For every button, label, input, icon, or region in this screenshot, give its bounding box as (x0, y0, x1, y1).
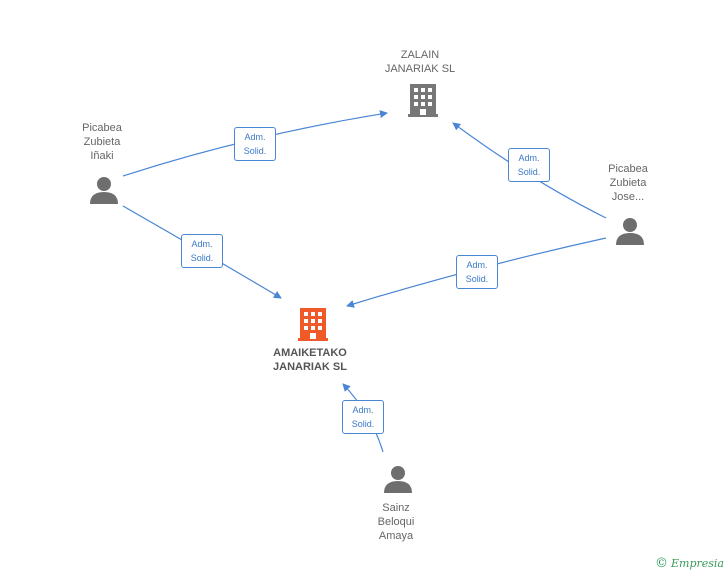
person-name-line: Picabea (82, 122, 122, 134)
person-icon[interactable] (90, 177, 118, 204)
empresia-watermark: ©Empresia (655, 556, 724, 571)
person-name-line: Zubieta (609, 177, 647, 189)
relation-type: Solid. (190, 253, 214, 263)
relation-type: Solid. (517, 167, 541, 177)
relation-role: Adm. (352, 405, 374, 415)
person-label-jose[interactable]: Picabea Zubieta Jose... (588, 162, 668, 204)
person-name-line: Picabea (608, 163, 648, 175)
person-icon[interactable] (384, 466, 412, 493)
building-icon[interactable] (298, 308, 328, 341)
watermark-text: Empresia (671, 557, 724, 570)
company-name-line: AMAIKETAKO (273, 347, 347, 359)
person-name-line: Sainz (382, 502, 410, 514)
relation-badge[interactable]: Adm. Solid. (342, 400, 384, 434)
company-name-line: ZALAIN (400, 49, 440, 61)
relation-role: Adm. (518, 153, 540, 163)
person-label-inaki[interactable]: Picabea Zubieta Iñaki (62, 121, 142, 163)
relation-badge[interactable]: Adm. Solid. (456, 255, 498, 289)
company-label-amaiketako[interactable]: AMAIKETAKO JANARIAK SL (255, 346, 365, 374)
relation-badge[interactable]: Adm. Solid. (508, 148, 550, 182)
relation-role: Adm. (191, 239, 213, 249)
company-label-zalain[interactable]: ZALAIN JANARIAK SL (370, 48, 470, 76)
relation-role: Adm. (244, 132, 266, 142)
person-name-line: Amaya (378, 530, 414, 542)
relation-type: Solid. (351, 419, 375, 429)
relation-role: Adm. (466, 260, 488, 270)
person-name-line: Beloqui (377, 516, 415, 528)
person-name-line: Jose... (611, 191, 645, 203)
relation-type: Solid. (465, 274, 489, 284)
building-icon[interactable] (408, 84, 438, 117)
relation-type: Solid. (243, 146, 267, 156)
company-name-line: JANARIAK SL (273, 361, 347, 373)
copyright-icon: © (655, 556, 668, 571)
relation-badge[interactable]: Adm. Solid. (234, 127, 276, 161)
relation-badge[interactable]: Adm. Solid. (181, 234, 223, 268)
person-icon[interactable] (616, 218, 644, 245)
person-name-line: Zubieta (83, 136, 121, 148)
company-name-line: JANARIAK SL (384, 63, 456, 75)
person-name-line: Iñaki (90, 150, 114, 162)
person-label-sainz[interactable]: Sainz Beloqui Amaya (356, 501, 436, 543)
